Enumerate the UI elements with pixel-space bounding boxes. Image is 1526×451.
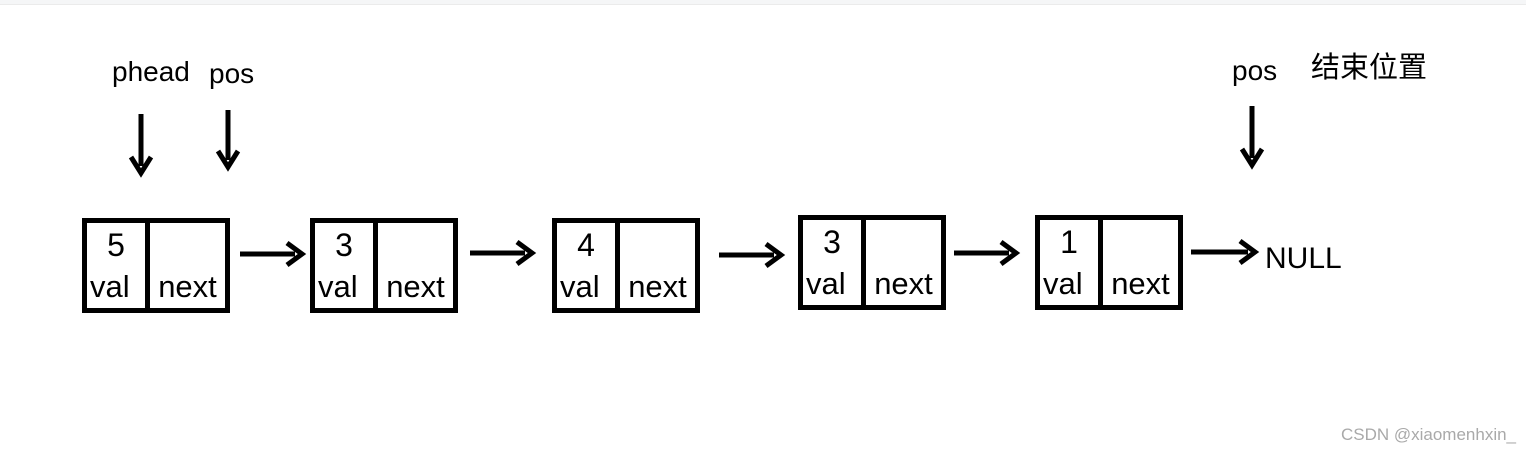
- right-arrow-icon: [470, 239, 537, 267]
- node-value: 4: [577, 227, 595, 263]
- node-val-cell: 1 val: [1040, 220, 1103, 305]
- node-val-cell: 4 val: [557, 223, 620, 308]
- linked-list-node: 1 val next: [1035, 215, 1183, 310]
- linked-list-node: 4 val next: [552, 218, 700, 313]
- linked-list-node: 3 val next: [798, 215, 946, 310]
- down-arrow-icon: [128, 114, 154, 178]
- watermark: CSDN @xiaomenhxin_: [1340, 425, 1516, 444]
- right-arrow-icon: [719, 241, 786, 269]
- down-arrow-icon: [215, 110, 241, 172]
- node-next-cell: next: [620, 223, 695, 308]
- val-label: val: [90, 269, 130, 304]
- node-next-cell: next: [378, 223, 453, 308]
- node-val-cell: 3 val: [315, 223, 378, 308]
- node-value: 5: [107, 227, 125, 263]
- next-label: next: [874, 266, 933, 301]
- phead-pointer-label: phead: [112, 56, 190, 87]
- right-arrow-icon: [954, 239, 1021, 267]
- val-label: val: [1043, 266, 1083, 301]
- linked-list-node: 5 val next: [82, 218, 230, 313]
- node-val-cell: 5 val: [87, 223, 150, 308]
- end-position-caption: 结束位置: [1311, 52, 1428, 84]
- node-next-cell: next: [150, 223, 225, 308]
- node-value: 3: [823, 224, 841, 260]
- node-value: 3: [335, 227, 353, 263]
- next-label: next: [158, 269, 217, 304]
- down-arrow-icon: [1239, 106, 1265, 170]
- linked-list-node: 3 val next: [310, 218, 458, 313]
- right-arrow-icon: [240, 240, 307, 268]
- next-label: next: [386, 269, 445, 304]
- val-label: val: [318, 269, 358, 304]
- null-terminator-label: NULL: [1265, 242, 1342, 275]
- val-label: val: [560, 269, 600, 304]
- top-strip: [0, 0, 1526, 5]
- pos-start-pointer-label: pos: [209, 58, 255, 89]
- node-val-cell: 3 val: [803, 220, 866, 305]
- right-arrow-icon: [1191, 238, 1260, 266]
- next-label: next: [1111, 266, 1170, 301]
- node-value: 1: [1060, 224, 1078, 260]
- node-next-cell: next: [1103, 220, 1178, 305]
- node-next-cell: next: [866, 220, 941, 305]
- next-label: next: [628, 269, 687, 304]
- pos-end-pointer-label: pos: [1232, 55, 1278, 86]
- val-label: val: [806, 266, 846, 301]
